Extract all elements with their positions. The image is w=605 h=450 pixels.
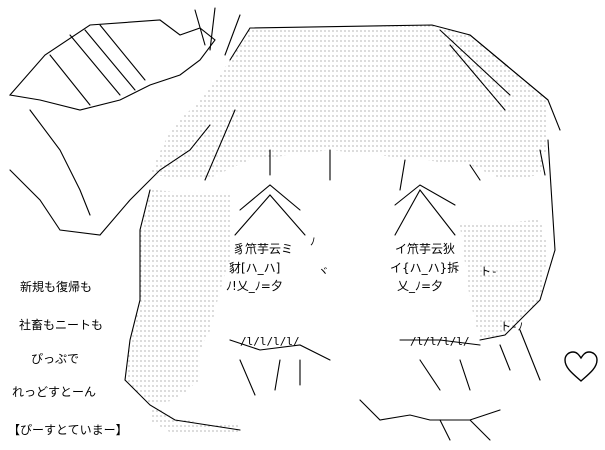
chin-dotted-region xyxy=(150,405,240,432)
ascii-row-5: /l/l/l/l/ xyxy=(240,335,300,348)
ascii-row-4: ト-ﾉ xyxy=(500,320,523,333)
ascii-row-1: ﾉ xyxy=(310,235,316,248)
hand-left xyxy=(229,339,331,396)
left-eye-upper xyxy=(234,194,306,236)
hand-right xyxy=(399,339,481,391)
caption-line-3: ぴっぷで xyxy=(31,352,80,366)
face-left-edge xyxy=(124,189,241,431)
hair-dotted-region xyxy=(150,25,548,180)
hair-strand-2 xyxy=(194,7,241,56)
sleeve-right xyxy=(359,399,501,441)
ascii-row-3: ト- xyxy=(480,265,498,278)
left-eye-brow xyxy=(239,184,301,211)
outline-strokes xyxy=(8,7,561,441)
dotted-fill xyxy=(125,25,548,432)
right-eye-line-2: イ{ハ_ハ}拆 xyxy=(390,261,460,275)
caption-line-2: 社畜もニートも xyxy=(19,318,104,332)
caption-line-4: れっどすとーん xyxy=(12,385,97,399)
ascii-row-2: ヾ xyxy=(318,265,329,278)
hat-brim xyxy=(9,124,211,236)
face-right-dotted-region xyxy=(460,220,548,340)
right-eye-line-1: イ笊芋云狄 xyxy=(395,242,456,256)
left-eye-line-2: 豺[ハ_ハ] xyxy=(229,261,281,275)
right-eye-upper xyxy=(394,189,456,236)
right-eye-line-3: 乂_ﾉ=夕 xyxy=(397,279,444,293)
hat-fold xyxy=(29,109,91,216)
left-eye-line-3: ﾉ!乂_ﾉ=夕 xyxy=(226,279,283,293)
ascii-texture: ﾉ ヾ ト- ト-ﾉ /l/l/l/l/ /l/l/l/l/ xyxy=(240,235,523,348)
hat-outline xyxy=(8,19,216,111)
caption-line-1: 新規も復帰も xyxy=(20,280,93,294)
face-left-dotted-region xyxy=(125,190,230,405)
right-eye-brow xyxy=(394,184,456,206)
hair-fringe xyxy=(204,109,546,191)
left-eye-line-1: 豸笊芋云ミ xyxy=(233,242,294,256)
ascii-row-6: /l/l/l/l/ xyxy=(410,335,470,348)
side-lock-right xyxy=(499,329,541,381)
caption-line-5: 【ぴーすとていまー】 xyxy=(8,423,128,437)
hair-strand-1 xyxy=(439,29,549,111)
hair-top-outline xyxy=(229,24,561,131)
face-right-edge xyxy=(479,139,556,341)
hat-stripe xyxy=(49,24,146,106)
heart-icon xyxy=(564,351,598,382)
